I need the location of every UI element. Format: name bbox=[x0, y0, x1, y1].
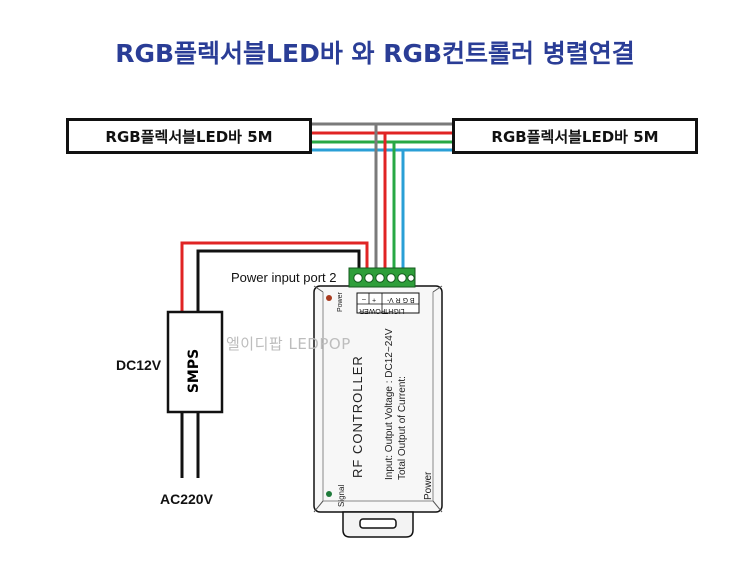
smps-box bbox=[166, 310, 224, 414]
terminal-screw-2 bbox=[364, 273, 374, 283]
led-strip-right: RGB플렉서블LED바 5M bbox=[452, 118, 698, 154]
controller-drop-wires bbox=[374, 124, 405, 272]
power-led bbox=[326, 295, 332, 301]
page-title: RGB플렉서블LED바 와 RGB컨트롤러 병렬연결 bbox=[115, 39, 635, 68]
signal-led bbox=[326, 491, 332, 497]
controller-spec-voltage: Input: Output Voltage : DC12~24V bbox=[384, 328, 395, 481]
controller-power-label: Power bbox=[423, 471, 434, 500]
terminal-screw-1 bbox=[353, 273, 363, 283]
ac-voltage-label: AC220V bbox=[160, 491, 213, 507]
controller-spec-current: Total Output of Current: bbox=[397, 376, 408, 480]
rf-controller bbox=[313, 285, 443, 538]
minus-terminal-label: – bbox=[362, 296, 366, 303]
dc-voltage-label: DC12V bbox=[116, 357, 162, 373]
terminal-block bbox=[348, 267, 416, 288]
mounting-slot bbox=[359, 518, 397, 529]
wire-red-power bbox=[180, 241, 369, 312]
bgrv-terminal-label: B G R V- bbox=[387, 296, 415, 303]
light-section-label: LIGHT bbox=[384, 307, 405, 314]
terminal-screw-4 bbox=[386, 273, 396, 283]
power-section-label: POWER bbox=[359, 307, 386, 314]
strip-connection-wires bbox=[312, 122, 452, 152]
plus-terminal-label: + bbox=[372, 296, 377, 303]
power-input-port-label: Power input port 2 bbox=[231, 270, 337, 285]
controller-name: RF CONTROLLER bbox=[350, 355, 365, 478]
led-strip-left-label: RGB플렉서블LED바 5M bbox=[105, 127, 273, 146]
ac-wires bbox=[180, 412, 200, 478]
port-label-plate bbox=[356, 292, 420, 314]
wire-black-power bbox=[196, 249, 361, 312]
terminal-screw-3 bbox=[375, 273, 385, 283]
controller-power-led-label: Power bbox=[337, 292, 344, 312]
power-wires bbox=[180, 241, 369, 312]
controller-signal-label: Signal bbox=[337, 484, 346, 507]
smps-label: SMPS bbox=[186, 348, 202, 394]
led-strip-right-label: RGB플렉서블LED바 5M bbox=[491, 127, 659, 146]
terminal-screw-6 bbox=[407, 274, 415, 282]
watermark: 엘이디팝 LEDPOP bbox=[226, 335, 351, 353]
led-strip-left: RGB플렉서블LED바 5M bbox=[66, 118, 312, 154]
terminal-screw-5 bbox=[397, 273, 407, 283]
